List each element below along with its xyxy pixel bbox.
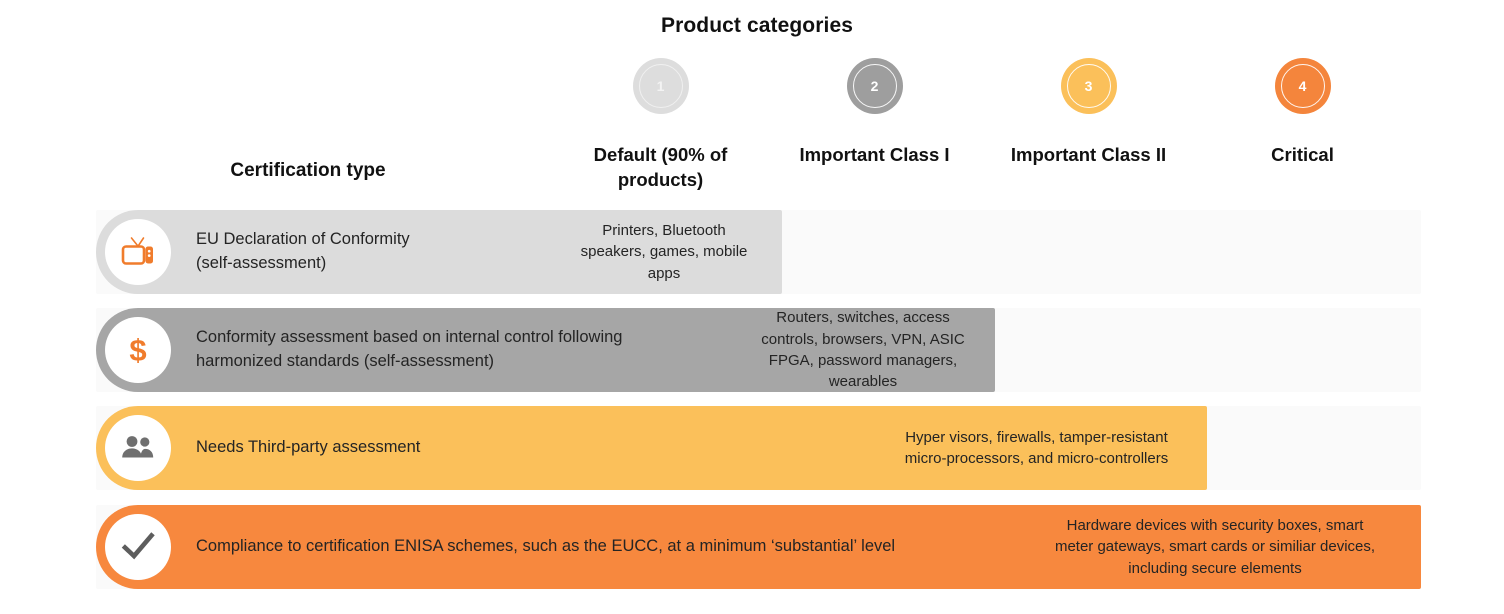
tv-icon xyxy=(121,237,153,265)
category-label-3: Important Class II xyxy=(1010,144,1167,165)
category-number-3: 3 xyxy=(1066,64,1111,108)
row-value: Hyper visors, firewalls, tamper-resistan… xyxy=(904,428,1169,467)
table-row: $ Conformity assessment based on interna… xyxy=(96,308,1421,392)
table-row: EU Declaration of Conformity (self-asses… xyxy=(96,210,1421,294)
row-value: Hardware devices with security boxes, sm… xyxy=(1054,517,1376,577)
row-label: Compliance to certification ENISA scheme… xyxy=(196,537,896,556)
category-column-4: 4 Critical xyxy=(1195,58,1410,168)
category-headers: 1 Default (90% of products) 2 Important … xyxy=(540,58,1420,190)
category-column-3: 3 Important Class II xyxy=(981,58,1196,168)
category-badge-1: 1 xyxy=(632,58,689,114)
table-row: Compliance to certification ENISA scheme… xyxy=(96,505,1421,589)
category-number-4: 4 xyxy=(1280,64,1325,108)
category-badge-4: 4 xyxy=(1274,58,1331,114)
row-label: EU Declaration of Conformity (self-asses… xyxy=(196,230,410,272)
category-badge-3: 3 xyxy=(1060,58,1117,114)
row-value: Printers, Bluetooth speakers, games, mob… xyxy=(580,222,748,282)
certification-type-header: Certification type xyxy=(230,160,386,181)
row-bar xyxy=(96,308,995,392)
row-icon-badge xyxy=(105,415,171,481)
row-value: Routers, switches, access controls, brow… xyxy=(761,309,965,391)
category-number-1: 1 xyxy=(638,64,683,108)
dollar-icon: $ xyxy=(129,333,146,368)
row-icon-badge xyxy=(105,514,171,580)
row-bar xyxy=(96,505,1421,589)
row-bar xyxy=(96,406,1207,490)
row-icon-badge: $ xyxy=(105,317,171,383)
category-label-4: Critical xyxy=(1271,144,1334,165)
row-label: Needs Third-party assessment xyxy=(196,438,421,457)
category-badge-2: 2 xyxy=(846,58,903,114)
table-row: Needs Third-party assessment Hyper visor… xyxy=(96,406,1421,490)
category-label-1: Default (90% of products) xyxy=(593,144,728,190)
svg-text:$: $ xyxy=(129,333,146,368)
people-icon xyxy=(122,436,154,458)
check-icon xyxy=(121,532,155,560)
category-label-2: Important Class I xyxy=(799,144,950,165)
category-column-2: 2 Important Class I xyxy=(767,58,982,168)
row-bar xyxy=(96,210,782,294)
row-icon-badge xyxy=(105,219,171,285)
page-title: Product categories xyxy=(0,14,1504,38)
category-number-2: 2 xyxy=(852,64,897,108)
category-column-1: 1 Default (90% of products) xyxy=(553,58,768,192)
row-label: Conformity assessment based on internal … xyxy=(196,328,623,370)
page-title-text: Product categories xyxy=(660,14,854,37)
